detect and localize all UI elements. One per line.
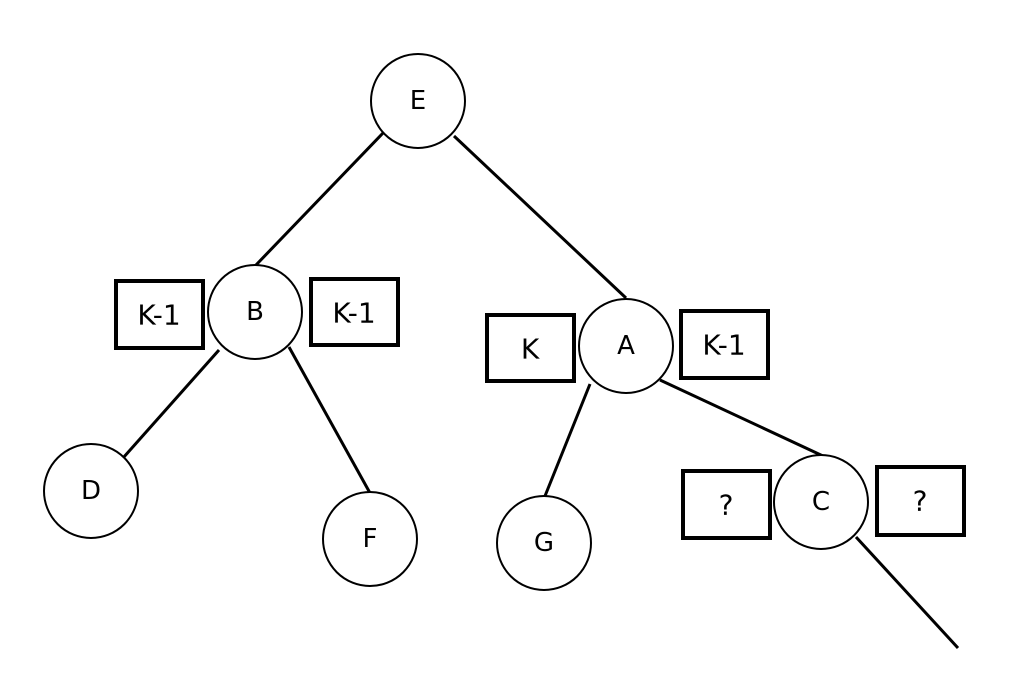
edge-e-a xyxy=(452,134,628,300)
height-label-a-right: K-1 xyxy=(702,329,745,362)
edge-a-c xyxy=(659,378,824,458)
node-label-f: F xyxy=(363,524,378,554)
height-box-a-right xyxy=(679,309,770,380)
height-label-c-right: ? xyxy=(913,485,928,518)
node-label-b: B xyxy=(246,297,264,327)
height-box-c-right xyxy=(875,465,966,537)
node-label-d: D xyxy=(81,476,101,506)
tree-node-e xyxy=(370,53,466,149)
tree-node-c xyxy=(773,454,869,550)
height-label-b-left: K-1 xyxy=(137,299,180,332)
tree-node-b xyxy=(207,264,303,360)
tree-node-g xyxy=(496,495,592,591)
height-label-c-left: ? xyxy=(719,489,734,522)
height-labels xyxy=(114,277,966,540)
tree-node-f xyxy=(322,491,418,587)
node-label-a: A xyxy=(617,331,635,361)
edge-b-f xyxy=(287,346,372,494)
tree-node-a xyxy=(578,298,674,394)
height-box-b-left xyxy=(114,279,205,350)
node-label-g: G xyxy=(534,528,554,558)
height-box-a-left xyxy=(485,313,576,383)
edge-e-b xyxy=(254,131,385,267)
height-box-b-right xyxy=(309,277,400,347)
tree-edges xyxy=(121,131,960,650)
height-label-a-left: K xyxy=(521,333,540,366)
tree-node-d xyxy=(43,443,139,539)
node-label-c: C xyxy=(812,487,830,517)
node-label-e: E xyxy=(410,86,426,116)
edge-c-subtree xyxy=(854,535,960,650)
edge-a-g xyxy=(543,383,592,497)
height-box-c-left xyxy=(681,469,772,540)
edge-b-d xyxy=(121,349,221,459)
height-label-b-right: K-1 xyxy=(332,297,375,330)
